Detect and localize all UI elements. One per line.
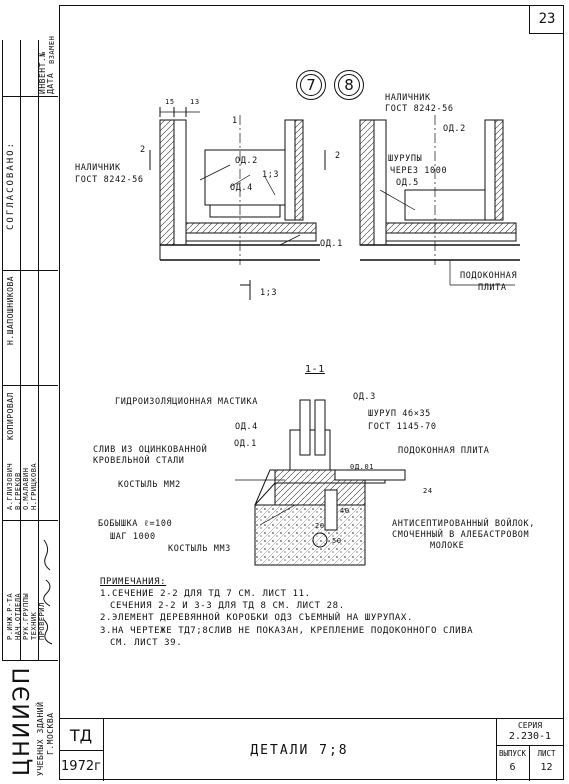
- section-od4: ОД.4: [235, 422, 258, 432]
- left-mark-13b: 1;3: [260, 288, 278, 298]
- left-mark-13a: 1;3: [262, 170, 280, 180]
- right-sill-2: ПЛИТА: [478, 283, 507, 293]
- right-gost-label: ГОСТ 8242-56: [385, 104, 454, 114]
- sidebar-approval: СОГЛАСОВАНО:: [6, 140, 16, 230]
- section-felt-2: СМОЧЕННЫЙ В АЛЕБАСТРОВОМ: [392, 530, 530, 540]
- section-dim-20: 20: [315, 522, 325, 530]
- section-dim-24: 24: [423, 487, 433, 495]
- section-felt-1: АНТИСЕПТИРОВАННЫЙ ВОЙЛОК,: [392, 519, 535, 529]
- left-od4: ОД.4: [230, 183, 253, 193]
- left-gost-label: ГОСТ 8242-56: [75, 175, 144, 185]
- left-mark-2a: 2: [140, 145, 146, 155]
- issue-label: ВЫПУСК: [498, 749, 527, 758]
- right-nalichnik-label: НАЛИЧНИК: [385, 93, 431, 103]
- org-name: ЦНИИЭП: [10, 665, 35, 776]
- note-line-4: 3.НА ЧЕРТЕЖЕ ТД7;8СЛИВ НЕ ПОКАЗАН, КРЕПЛ…: [100, 625, 474, 636]
- sidebar-copied: КОПИРОВАЛ: [6, 392, 15, 440]
- detail-circle-7: 7: [296, 70, 326, 100]
- series-label: СЕРИЯ: [517, 721, 543, 730]
- issue-value: 6: [509, 762, 516, 773]
- section-felt-3: МОЛОКЕ: [430, 541, 465, 551]
- section-od1: ОД.1: [234, 439, 257, 449]
- section-crutch2: КОСТЫЛЬ ММ3: [168, 544, 231, 554]
- right-od2: ОД.2: [443, 124, 466, 134]
- sidebar-extra: Н.ШАПОШНИКОВА: [6, 275, 15, 345]
- note-line-5: СМ. ЛИСТ 39.: [110, 637, 183, 648]
- section-drain-2: КРОВЕЛЬНОЙ СТАЛИ: [93, 456, 185, 466]
- sidebar-name-1: А.ГЛИЗОВИЧ: [6, 462, 14, 510]
- section-screw-gost: ГОСТ 1145-70: [368, 422, 437, 432]
- sidebar-replace: ВЗАМЕН: [48, 35, 56, 64]
- note-line-2: СЕЧЕНИЯ 2-2 И 3-3 ДЛЯ ТД 8 СМ. ЛИСТ 28.: [110, 601, 345, 612]
- left-nalichnik-label: НАЛИЧНИК: [75, 163, 121, 173]
- sidebar-name-4: Н.ГРИЦКОВА: [30, 462, 38, 510]
- left-od2: ОД.2: [235, 156, 258, 166]
- title-sidebar: ДАТА ИНВЕНТ.№ ВЗАМЕН СОГЛАСОВАНО: Н.ШАПО…: [2, 36, 60, 780]
- org-city: Г.МОСКВА: [46, 712, 55, 755]
- sidebar-role-4: ТЕХНИК: [30, 611, 38, 640]
- left-dim-15: 15: [165, 98, 175, 106]
- org-sub: УЧЕБНЫХ ЗДАНИЙ: [36, 701, 45, 776]
- note-line-1: 1.СЕЧЕНИЕ 2-2 ДЛЯ ТД 7 СМ. ЛИСТ 11.: [100, 589, 311, 600]
- section-dim-40: 40: [340, 507, 350, 515]
- right-screws-step: ЧЕРЕЗ 1000: [390, 166, 448, 176]
- sidebar-role-1: Р.ИНЖ.Р-ТА: [6, 592, 14, 640]
- left-dim-13: 13: [190, 98, 200, 106]
- sidebar-name-2: В.ГРЕКОВ: [14, 472, 22, 510]
- right-sill-1: ПОДОКОННАЯ: [460, 271, 518, 281]
- section-sill: ПОДОКОННАЯ ПЛИТА: [398, 446, 490, 456]
- stamp-title: ДЕТАЛИ 7;8: [250, 742, 349, 758]
- section-od01: 0Д.01: [350, 463, 375, 471]
- section-dim-50: 50: [332, 537, 342, 545]
- right-screws: ШУРУПЫ: [388, 154, 423, 164]
- section-od3: ОД.3: [353, 392, 376, 402]
- note-line-3: 2.ЭЛЕМЕНТ ДЕРЕВЯННОЙ КОРОБКИ ОД3 СЪЕМНЫЙ…: [100, 613, 413, 624]
- sidebar-name-3: О.МАЛАВИН: [22, 467, 30, 510]
- sidebar-date: ДАТА: [46, 72, 55, 94]
- section-crutch: КОСТЫЛЬ ММ2: [118, 480, 181, 490]
- section-1-1-drawing: [235, 399, 406, 566]
- right-od5: ОД.5: [396, 178, 419, 188]
- signatures: [43, 539, 53, 645]
- notes-title: ПРИМЕЧАНИЯ:: [100, 577, 167, 587]
- plan-detail-8-drawing: [359, 115, 520, 286]
- sheet-label: ЛИСТ: [537, 749, 556, 758]
- plan-detail-7-drawing: [149, 107, 326, 300]
- section-title: 1-1: [305, 364, 325, 375]
- section-drain-1: СЛИВ ИЗ ОЦИНКОВАННОЙ: [93, 445, 208, 455]
- section-mastic: ГИДРОИЗОЛЯЦИОННАЯ МАСТИКА: [115, 397, 258, 407]
- stamp-code: ТД: [69, 725, 93, 745]
- stamp-year: 1972г: [61, 758, 101, 774]
- section-plug: БОБЫШКА ℓ=100: [98, 519, 173, 529]
- notes: ПРИМЕЧАНИЯ: 1.СЕЧЕНИЕ 2-2 ДЛЯ ТД 7 СМ. Л…: [100, 576, 473, 649]
- section-step: ШАГ 1000: [110, 532, 156, 542]
- sidebar-inventory: ИНВЕНТ.№: [38, 51, 47, 94]
- sidebar-role-3: РУК.ГРУППЫ: [22, 592, 30, 640]
- left-mark-2b: 2: [335, 151, 341, 161]
- left-mark-1: 1: [232, 116, 238, 126]
- page-number: 23: [529, 5, 564, 34]
- sidebar-role-2: НАЧ.ОТДЕЛА: [14, 592, 22, 640]
- series-value: 2.230-1: [508, 731, 552, 742]
- title-block: ТД 1972г ДЕТАЛИ 7;8 СЕРИЯ 2.230-1 ВЫПУСК…: [59, 718, 564, 781]
- left-od1: ОД.1: [320, 239, 343, 249]
- section-screw: ШУРУП 4б×35: [368, 409, 431, 419]
- sheet-value: 12: [540, 762, 553, 773]
- detail-circle-8: 8: [334, 70, 364, 100]
